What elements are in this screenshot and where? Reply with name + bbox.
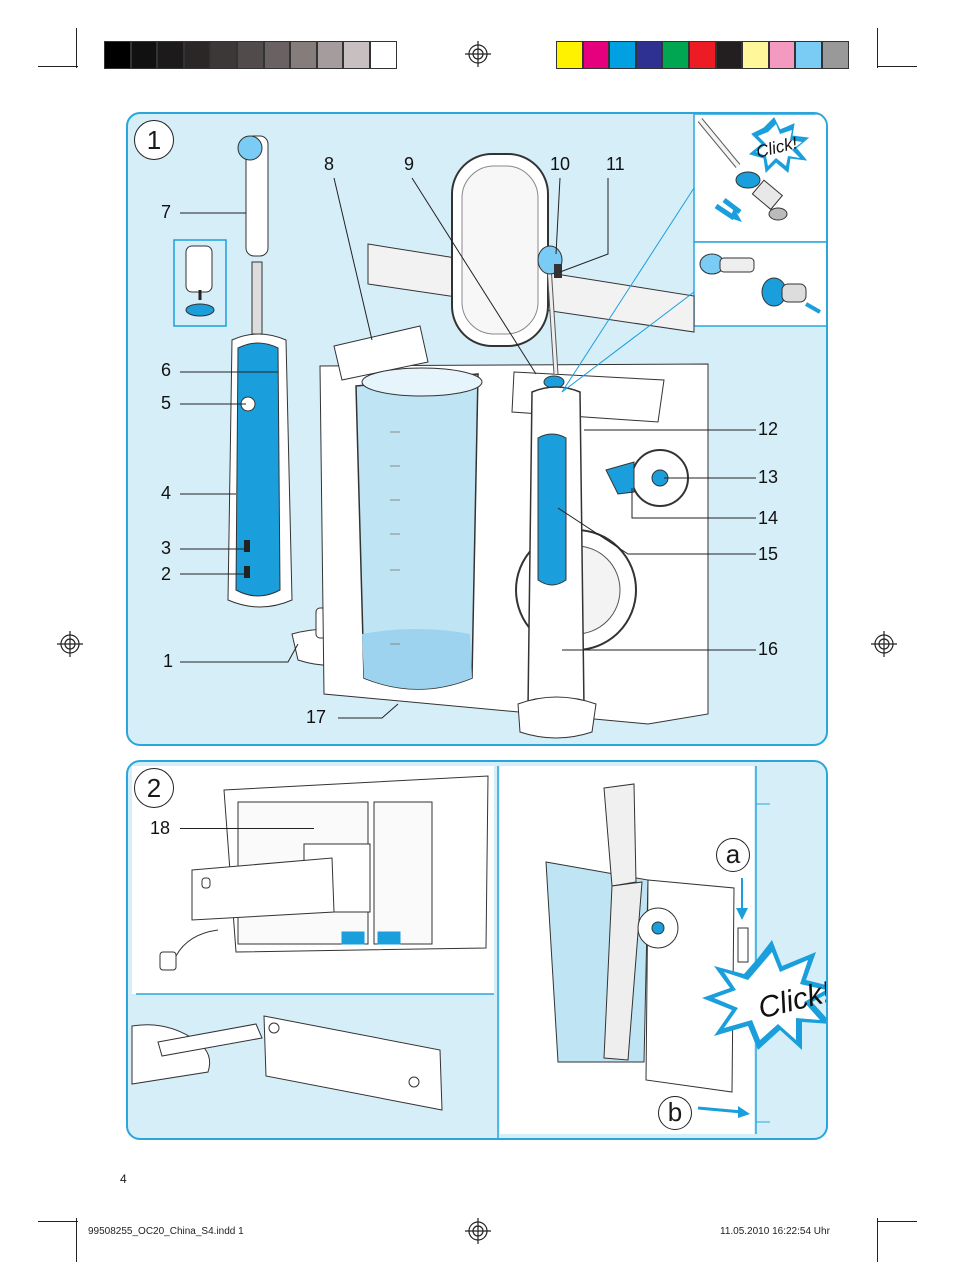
nozzle-attach-inset [697, 117, 810, 222]
page-number: 4 [120, 1172, 127, 1186]
calibration-swatch [689, 41, 716, 69]
wall-mount-illustration [545, 783, 749, 1093]
label-16: 16 [758, 639, 779, 659]
label-2: 2 [161, 564, 172, 584]
label-12: 12 [758, 419, 779, 439]
label-5: 5 [161, 393, 172, 413]
label-17: 17 [306, 707, 327, 727]
calibration-swatch [237, 41, 264, 69]
calibration-swatch [316, 41, 344, 69]
slug-filename: 99508255_OC20_China_S4.indd 1 [88, 1226, 244, 1237]
label-1: 1 [163, 651, 174, 671]
calibration-swatch [768, 41, 796, 69]
hand-cleaning-illustration [131, 1015, 443, 1111]
calibration-swatch [742, 41, 769, 69]
calibration-swatch [609, 41, 636, 69]
callout-lines [180, 177, 756, 719]
figure-1-illustration [173, 114, 826, 739]
water-tank-illustration [355, 367, 483, 690]
calibration-swatch [795, 41, 822, 69]
calibration-swatch [157, 41, 184, 69]
figure-2-panel: 2 18 a b Click! [126, 760, 828, 1140]
figure-1-panel: 1 7 6 5 4 3 2 1 8 9 10 11 12 13 14 15 16… [126, 112, 828, 746]
calibration-swatch [582, 41, 610, 69]
calibration-swatch [183, 41, 211, 69]
label-11: 11 [606, 154, 625, 174]
label-18-line [180, 828, 314, 829]
calibration-swatch [822, 41, 849, 69]
figure-2-illustration [131, 766, 826, 1138]
calibration-swatch [210, 41, 237, 69]
label-13: 13 [758, 467, 779, 487]
label-9: 9 [404, 154, 415, 174]
step-b-label: b [658, 1096, 692, 1130]
slug-datetime: 11.05.2010 16:22:54 Uhr [720, 1226, 830, 1237]
click-burst [702, 940, 826, 1050]
label-4: 4 [161, 483, 172, 503]
step-a-label: a [716, 838, 750, 872]
calibration-swatch [370, 41, 397, 69]
figure-1-number: 1 [134, 120, 174, 160]
label-3: 3 [161, 538, 172, 558]
calibration-swatch [662, 41, 689, 69]
calibration-swatch [715, 41, 743, 69]
cord-compartment-illustration [159, 775, 489, 971]
label-7: 7 [161, 202, 172, 222]
calibration-swatch [556, 41, 583, 69]
calibration-swatch [104, 41, 131, 69]
calibration-swatch [635, 41, 663, 69]
label-14: 14 [758, 508, 779, 528]
calibration-swatch [263, 41, 291, 69]
label-18: 18 [150, 818, 171, 838]
calibration-swatch [290, 41, 317, 69]
calibration-swatch [130, 41, 158, 69]
calibration-swatch [343, 41, 370, 69]
label-6: 6 [161, 360, 172, 380]
label-15: 15 [758, 544, 779, 564]
figure-2-number: 2 [134, 768, 174, 808]
toothbrush-illustration [173, 135, 293, 608]
label-10: 10 [550, 154, 571, 174]
brushhead-attach-inset [699, 253, 821, 314]
step-arrows [697, 878, 750, 1118]
label-8: 8 [324, 154, 335, 174]
